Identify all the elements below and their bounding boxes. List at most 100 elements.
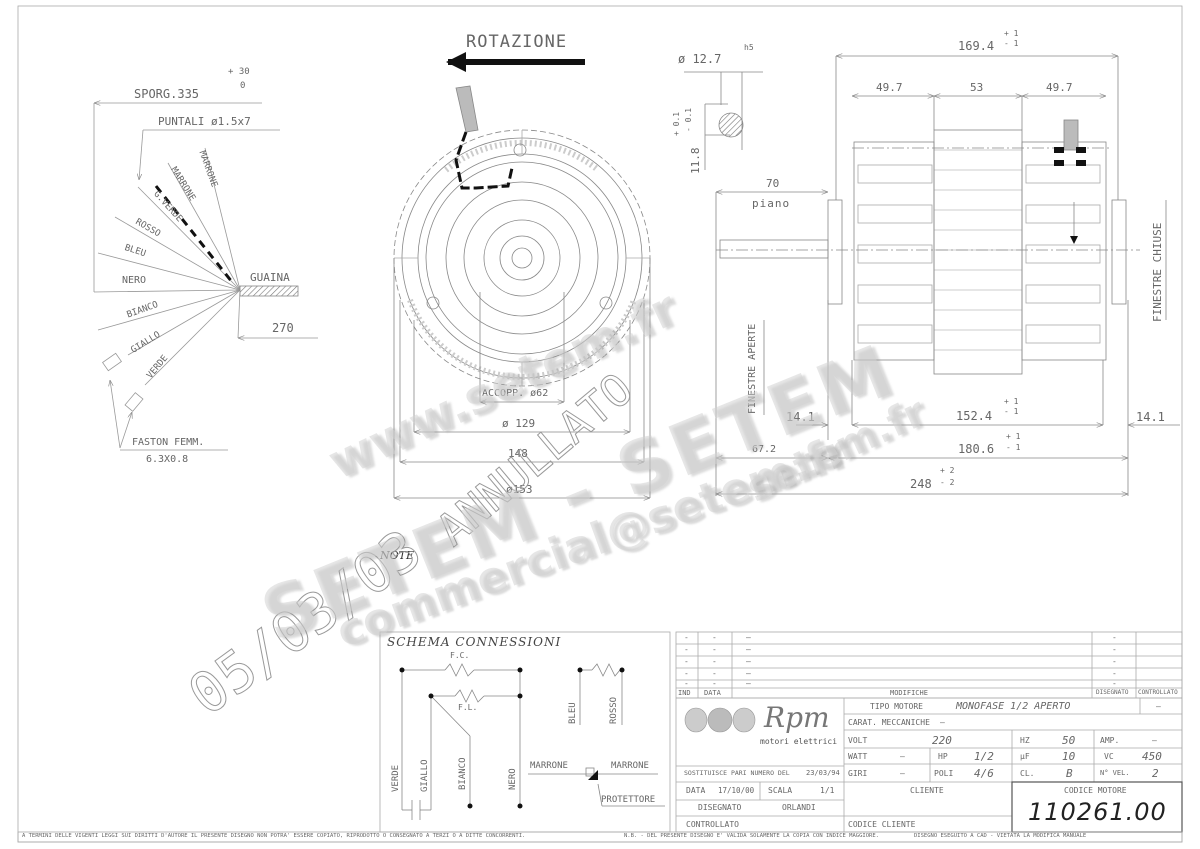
schema-bianco: BIANCO — [458, 757, 468, 790]
schema-fc: F.C. — [450, 651, 470, 660]
dim-67: 67.2 — [752, 444, 777, 455]
vc-value: 450 — [1142, 750, 1162, 763]
uf-value: 10 — [1062, 750, 1076, 763]
sporg-tol-plus: + 30 — [228, 67, 250, 77]
rev-data: - — [712, 669, 717, 678]
schema-marrone-right: MARRONE — [611, 761, 649, 771]
rev-dis: - — [1112, 633, 1117, 642]
disegnato-label: DISEGNATO — [698, 803, 742, 812]
schema-bleu: BLEU — [568, 702, 578, 724]
data-label: DATA — [686, 786, 706, 795]
nvel-value: 2 — [1152, 767, 1159, 780]
hz-label: HZ — [1020, 736, 1030, 745]
volt-label: VOLT — [848, 736, 868, 745]
schema-title: SCHEMA CONNESSIONI — [387, 635, 562, 649]
rotation-label: ROTAZIONE — [466, 32, 568, 52]
dim-14-left: 14.1 — [786, 410, 815, 424]
rev-header-data: DATA — [704, 689, 721, 697]
notes-label: NOTE — [380, 549, 415, 562]
shaft-flat: 11.8 — [689, 147, 702, 175]
data-value: 17/10/00 — [718, 786, 755, 795]
schema-nero: NERO — [508, 768, 518, 790]
watt-label: WATT — [848, 752, 868, 761]
rev-ind: - — [684, 657, 689, 666]
rev-data: - — [712, 679, 717, 688]
controllato-label: CONTROLLATO — [686, 820, 739, 829]
schema-verde: VERDE — [391, 764, 401, 792]
schema-fl: F.L. — [458, 703, 478, 712]
dim-14-right: 14.1 — [1136, 410, 1165, 424]
nvel-label: N° VEL. — [1100, 769, 1130, 777]
rpm-logo-text: Rpm — [764, 701, 830, 734]
dim-d153: ø153 — [506, 483, 533, 496]
rpm-logo-icon — [684, 707, 756, 733]
cliente-label: CLIENTE — [910, 786, 944, 795]
rev-dis: - — [1112, 657, 1117, 666]
footer-cad: DISEGNO ESEGUITO A CAD - VIETATA LA MODI… — [914, 833, 1087, 839]
schema-protettore: PROTETTORE — [601, 795, 656, 805]
dim-152: 152.4 — [956, 409, 993, 423]
codice-motore-value: 110261.00 — [1028, 798, 1167, 826]
rpm-logo-sub: motori elettrici — [760, 737, 838, 746]
rev-dis: - — [1112, 669, 1117, 678]
cl-label: CL. — [1020, 769, 1035, 778]
dim-180-tol-minus: - 1 — [1006, 443, 1021, 452]
dim-248-tol-plus: + 2 — [940, 466, 955, 475]
rev-data: - — [712, 657, 717, 666]
puntali-label: PUNTALI ø1.5x7 — [158, 115, 251, 128]
shaft-section — [684, 71, 763, 170]
connection-schematic — [379, 631, 671, 833]
cl-value: B — [1066, 767, 1073, 780]
faston-size: 6.3X0.8 — [146, 454, 189, 465]
shaft-flat-tol-plus: + 0.1 — [672, 111, 681, 136]
poli-label: POLI — [934, 769, 954, 778]
watt-value: — — [900, 752, 905, 761]
disegnato-value: ORLANDI — [782, 803, 816, 812]
hp-label: HP — [938, 752, 948, 761]
rev-mod: — — [746, 633, 751, 642]
title-block-grid — [17, 631, 1183, 843]
rev-ind: - — [684, 645, 689, 654]
dim-seg1: 49.7 — [876, 81, 903, 94]
dim-152-tol-plus: + 1 — [1004, 397, 1019, 406]
dim-shaft-len: 70 — [766, 177, 780, 190]
hp-value: 1/2 — [974, 750, 994, 763]
dim-248-tol-minus: - 2 — [940, 478, 955, 487]
giri-label: GIRI — [848, 769, 868, 778]
schema-giallo: GIALLO — [420, 759, 430, 792]
wire-harness — [93, 103, 318, 451]
dim-180-tol-plus: + 1 — [1006, 432, 1021, 441]
guaina-length: 270 — [272, 321, 294, 335]
finestre-chiuse-label: FINESTRE CHIUSE — [1151, 222, 1164, 322]
sostituisce-label: SOSTITUISCE PARI NUMERO DEL — [684, 769, 790, 777]
dim-169: 169.4 — [958, 39, 995, 53]
dim-seg2: 53 — [970, 81, 984, 94]
shaft-tol: h5 — [744, 43, 754, 52]
volt-value: 220 — [932, 734, 952, 747]
rev-header-modifiche: MODIFICHE — [890, 689, 928, 697]
rev-mod: — — [746, 657, 751, 666]
faston-label: FASTON FEMM. — [132, 437, 205, 448]
codice-cliente-label: CODICE CLIENTE — [848, 820, 916, 829]
codice-motore-label: CODICE MOTORE — [1064, 786, 1127, 795]
dim-d148: 148 — [508, 447, 528, 460]
dim-152-tol-minus: - 1 — [1004, 407, 1019, 416]
dim-accopp: ACCOPP. ø62 — [482, 388, 549, 399]
scala-value: 1/1 — [820, 786, 835, 795]
dim-169-tol-minus: - 1 — [1004, 39, 1019, 48]
rev-header-controllato: CONTROLLATO — [1138, 689, 1178, 696]
poli-value: 4/6 — [974, 767, 994, 780]
dim-seg3: 49.7 — [1046, 81, 1073, 94]
wire-nero: NERO — [122, 275, 147, 286]
rev-header-disegnato: DISEGNATO — [1096, 689, 1129, 696]
guaina-label: GUAINA — [250, 271, 290, 284]
amp-value: — — [1152, 736, 1157, 745]
dim-169-tol-plus: + 1 — [1004, 29, 1019, 38]
rev-ind: - — [684, 633, 689, 642]
carat-value: — — [940, 718, 945, 727]
rev-data: - — [712, 633, 717, 642]
footer-nb: N.B. - DEL PRESENTE DISEGNO E' VALIDA SO… — [624, 833, 879, 839]
schema-marrone-left: MARRONE — [530, 761, 568, 771]
tipo-motore-label: TIPO MOTORE — [870, 702, 923, 711]
